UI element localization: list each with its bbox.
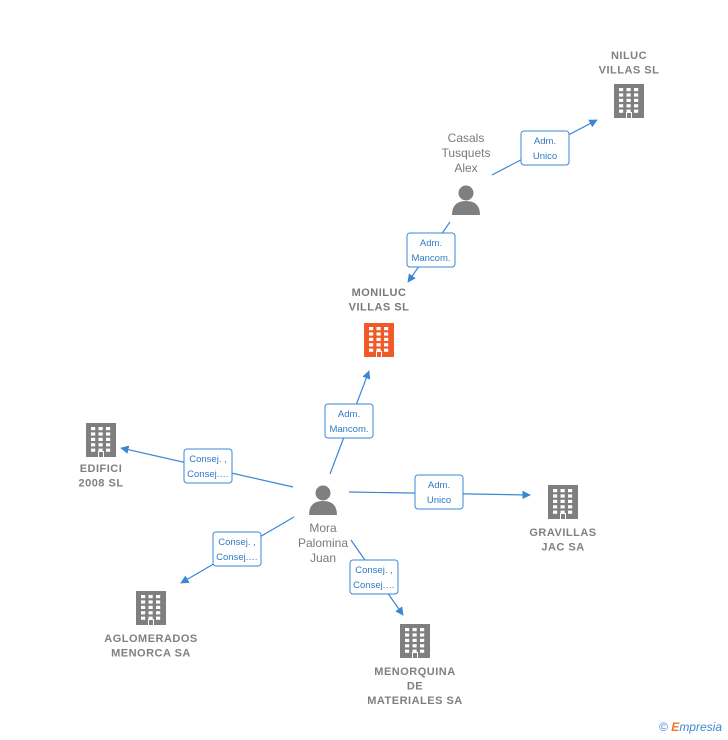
relation-role-text: Adm.: [338, 409, 360, 420]
building-icon: [400, 624, 430, 658]
relation-label-box[interactable]: Consej. , Consej.…: [183, 448, 233, 484]
company-node-gravillas[interactable]: GRAVILLAS JAC SA: [529, 485, 596, 554]
building-icon: [136, 591, 166, 625]
relation-edge: Adm. Mancom.: [324, 370, 374, 475]
relation-edge: Consej. , Consej.…: [120, 445, 294, 488]
company-name-text: MATERIALES SA: [367, 695, 463, 707]
relation-role-text: Unico: [427, 495, 451, 506]
person-name-text: Mora: [309, 521, 337, 535]
company-name-text: AGLOMERADOS: [104, 633, 198, 645]
brand-initial: E: [671, 720, 680, 734]
company-node-moniluc[interactable]: MONILUC VILLAS SL: [349, 287, 410, 357]
copyright-footer: © Empresia: [659, 720, 722, 734]
relation-role-text: Mancom.: [329, 424, 368, 435]
company-name-text: DE: [407, 681, 423, 693]
relation-edge: Consej. , Consej.…: [349, 539, 404, 616]
company-node-niluc[interactable]: NILUC VILLAS SL: [599, 50, 660, 118]
relation-edge: Adm. Mancom.: [406, 221, 456, 283]
company-name-text: GRAVILLAS: [529, 527, 596, 539]
building-icon: [614, 84, 644, 118]
relation-edge: Adm. Unico: [491, 119, 598, 176]
relation-role-text: Adm.: [534, 136, 556, 147]
relation-role-text: Consej.…: [353, 580, 395, 591]
company-node-menorq[interactable]: MENORQUINA DE MATERIALES SA: [367, 624, 463, 707]
relation-role-text: Consej. ,: [218, 537, 256, 548]
relation-role-text: Adm.: [420, 238, 442, 249]
relation-edge: Adm. Unico: [348, 474, 531, 510]
relation-role-text: Mancom.: [411, 253, 450, 264]
person-name-text: Juan: [310, 551, 336, 565]
building-icon: [86, 423, 116, 457]
copyright-symbol: ©: [659, 720, 668, 734]
person-icon: [452, 185, 480, 215]
person-icon: [309, 485, 337, 515]
company-name-text: 2008 SL: [78, 478, 123, 490]
brand-name: mpresia: [679, 720, 722, 734]
building-icon: [364, 323, 394, 357]
relation-label-box[interactable]: Adm. Unico: [414, 474, 464, 510]
person-name-text: Casals: [448, 131, 485, 145]
company-name-text: NILUC: [611, 50, 647, 62]
relation-role-text: Consej. ,: [189, 454, 227, 465]
relation-role-text: Consej. ,: [355, 565, 393, 576]
company-node-aglom[interactable]: AGLOMERADOS MENORCA SA: [104, 591, 198, 660]
company-name-text: MENORCA SA: [111, 648, 191, 660]
relation-role-text: Adm.: [428, 480, 450, 491]
company-name-text: JAC SA: [541, 542, 584, 554]
relation-label-box[interactable]: Consej. , Consej.…: [349, 559, 399, 595]
company-name-text: MENORQUINA: [374, 666, 455, 678]
person-name-text: Tusquets: [442, 146, 491, 160]
person-name-text: Alex: [454, 161, 477, 175]
relation-role-text: Consej.…: [216, 552, 258, 563]
building-icon: [548, 485, 578, 519]
relation-edge: Consej. , Consej.…: [180, 516, 295, 584]
relation-label-box[interactable]: Adm. Mancom.: [406, 232, 456, 268]
relation-label-box[interactable]: Adm. Mancom.: [324, 403, 374, 439]
relation-label-box[interactable]: Consej. , Consej.…: [212, 531, 262, 567]
company-name-text: MONILUC: [352, 287, 407, 299]
relation-role-text: Consej.…: [187, 469, 229, 480]
company-name-text: VILLAS SL: [599, 65, 660, 77]
person-name-text: Palomina: [298, 536, 348, 550]
relation-label-box[interactable]: Adm. Unico: [520, 130, 570, 166]
company-name-text: EDIFICI: [80, 463, 123, 475]
company-name-text: VILLAS SL: [349, 302, 410, 314]
relation-role-text: Unico: [533, 151, 557, 162]
company-node-edifici[interactable]: EDIFICI 2008 SL: [78, 423, 123, 490]
